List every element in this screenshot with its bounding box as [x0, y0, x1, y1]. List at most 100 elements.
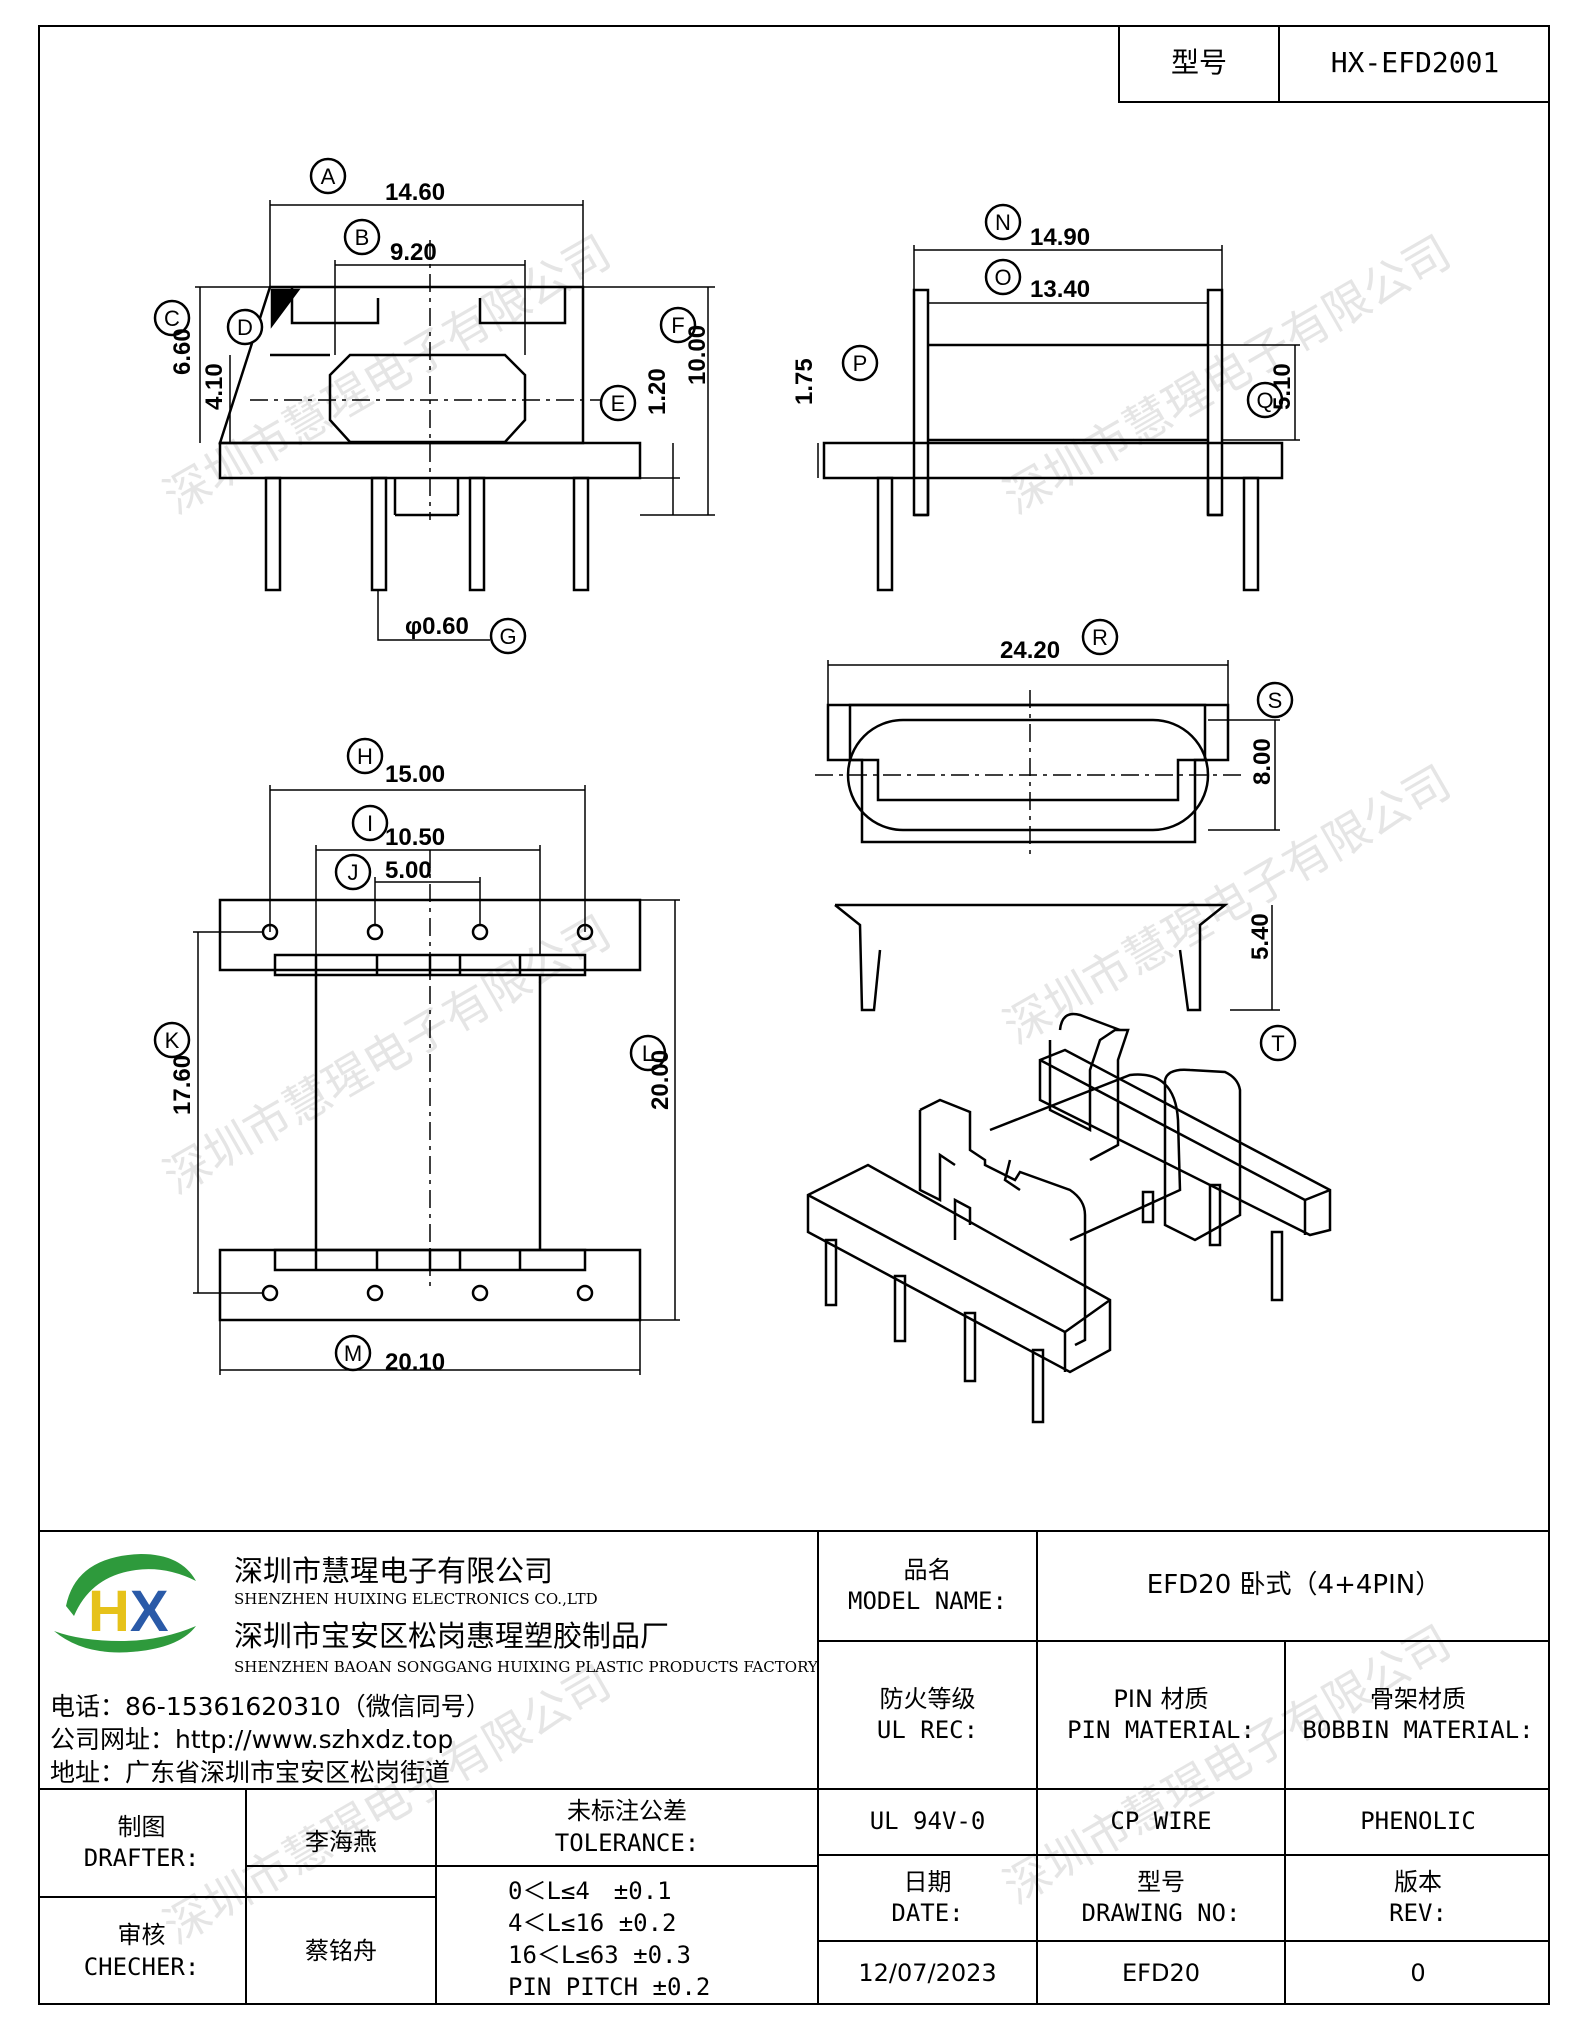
dim-value-n: 14.90 — [1030, 224, 1090, 251]
dim-letter-k: K — [165, 1028, 180, 1053]
dim-value-d: 4.10 — [201, 363, 228, 410]
dim-letter-d: D — [237, 315, 253, 340]
ul-rec-value: UL 94V-0 — [869, 1807, 986, 1836]
logo-swoosh-bottom — [54, 1626, 196, 1653]
drawing-no-value: EFD20 — [1122, 1958, 1200, 1987]
dim-letter-i: I — [367, 811, 373, 836]
tolerance-list: 0＜L≤4 ±0.1 4＜L≤16 ±0.2 16＜L≤63 ±0.3 PIN … — [508, 1875, 808, 2003]
tolerance-row: 4＜L≤16 ±0.2 — [508, 1909, 677, 1937]
iso-core-tube — [989, 1073, 1182, 1242]
company-logo: HX — [54, 1554, 196, 1653]
tolerance-label: 未标注公差 TOLERANCE: — [554, 1797, 700, 1857]
dim-marker-f — [659, 306, 697, 344]
clip-spring — [834, 904, 882, 1012]
rev-label: 版本 REV: — [1389, 1867, 1447, 1927]
drafter-name: 李海燕 — [305, 1828, 377, 1857]
side-flange — [1206, 288, 1224, 517]
iso-left-flange — [919, 1098, 1087, 1347]
clip-outline — [826, 703, 1230, 844]
dim-marker-c — [153, 299, 191, 337]
front-hatch-corner — [270, 288, 301, 329]
iso-back-rail — [1038, 1048, 1332, 1237]
dim-letter-g: G — [499, 624, 516, 649]
iso-pin — [963, 1311, 977, 1383]
dim-value-p: 1.75 — [791, 358, 818, 405]
dim-letter-l: L — [642, 1041, 654, 1066]
dim-marker-g — [489, 617, 527, 655]
dim-marker-k — [153, 1021, 191, 1059]
top-pin-hole — [366, 1284, 384, 1302]
dim-letter-r: R — [1092, 625, 1108, 650]
iso-pin — [1031, 1348, 1045, 1424]
dim-value-l: 20.00 — [647, 1050, 674, 1110]
dim-marker-h — [346, 737, 384, 775]
top-pin-hole — [471, 1284, 489, 1302]
dim-letter-o: O — [994, 265, 1011, 290]
dim-letter-n: N — [995, 210, 1011, 235]
top-pin-hole — [366, 923, 384, 941]
side-pin — [876, 476, 894, 592]
bobbin-material-value: PHENOLIC — [1360, 1807, 1476, 1836]
dim-marker-q — [1246, 381, 1284, 419]
top-pin-hole — [576, 1284, 594, 1302]
front-pin — [572, 476, 590, 592]
iso-pin — [1208, 1183, 1222, 1247]
dim-letter-a: A — [321, 164, 336, 189]
iso-edge — [1064, 1298, 1111, 1334]
dim-value-j: 5.00 — [385, 857, 432, 884]
dim-letter-s: S — [1268, 688, 1283, 713]
iso-left-flange-lower — [953, 1197, 972, 1240]
top-pin-hole — [471, 923, 489, 941]
front-core-window — [328, 353, 527, 444]
company-phone: 电话：86-15361620310（微信同号） — [50, 1692, 491, 1721]
dim-marker-b — [343, 218, 381, 256]
company-address: 地址：广东省深圳市宝安区松岗街道 — [50, 1758, 451, 1787]
dim-letter-b: B — [355, 225, 370, 250]
iso-front-flange — [1163, 1068, 1242, 1242]
date-label: 日期 DATE: — [891, 1867, 964, 1927]
dim-letter-f: F — [671, 313, 684, 338]
dim-value-a: 14.60 — [385, 179, 445, 206]
clip-slot — [846, 718, 1210, 832]
dim-marker-j — [334, 853, 372, 891]
iso-pin — [1270, 1230, 1284, 1302]
company-website[interactable]: 公司网址：http://www.szhxdz.top — [50, 1725, 454, 1754]
dim-value-g: φ0.60 — [405, 613, 469, 640]
side-base — [822, 441, 1284, 480]
ul-rec-label: 防火等级 UL REC: — [876, 1684, 979, 1744]
bobbin-material-label: 骨架材质 BOBBIN MATERIAL: — [1302, 1684, 1534, 1744]
side-flange — [912, 288, 930, 517]
iso-front-rail — [806, 1163, 1112, 1374]
dim-letter-m: M — [344, 1341, 362, 1366]
model-name-label: 品名 MODEL NAME: — [848, 1555, 1007, 1615]
pin-material-value: CP WIRE — [1110, 1807, 1212, 1836]
checker-name: 蔡铭舟 — [305, 1936, 377, 1965]
front-view — [195, 200, 715, 641]
checker-label: 审核 CHECHER: — [83, 1921, 200, 1981]
technical-drawing: A14.60B9.20C6.60D4.10E1.20F10.00Gφ0.60N1… — [153, 157, 1332, 1424]
dim-value-c: 6.60 — [169, 328, 196, 375]
dim-marker-i — [351, 804, 389, 842]
top-pin-hole — [261, 1284, 279, 1302]
dim-marker-e — [599, 384, 637, 422]
dim-value-r: 24.20 — [1000, 637, 1060, 664]
dim-marker-s — [1256, 681, 1294, 719]
iso-pin — [824, 1238, 838, 1307]
iso-edge — [1039, 1058, 1306, 1202]
model-name-value: EFD20 卧式（4+4PIN） — [1146, 1570, 1442, 1601]
dim-marker-l — [629, 1034, 667, 1072]
dim-value-t: 5.40 — [1247, 913, 1274, 960]
dim-marker-n — [984, 203, 1022, 241]
iso-back-flange — [1048, 1028, 1130, 1162]
iso-edge — [1304, 1188, 1331, 1202]
front-pin — [468, 476, 486, 592]
dim-letter-e: E — [611, 391, 626, 416]
front-pin — [264, 476, 282, 592]
logo-swoosh-top — [66, 1554, 196, 1616]
isometric-view — [806, 1012, 1332, 1424]
dim-letter-h: H — [357, 744, 373, 769]
factory-name-cn: 深圳市宝安区松岗惠瑆塑胶制品厂 — [234, 1619, 670, 1653]
side-pin — [1242, 476, 1260, 592]
dim-marker-p — [841, 344, 879, 382]
